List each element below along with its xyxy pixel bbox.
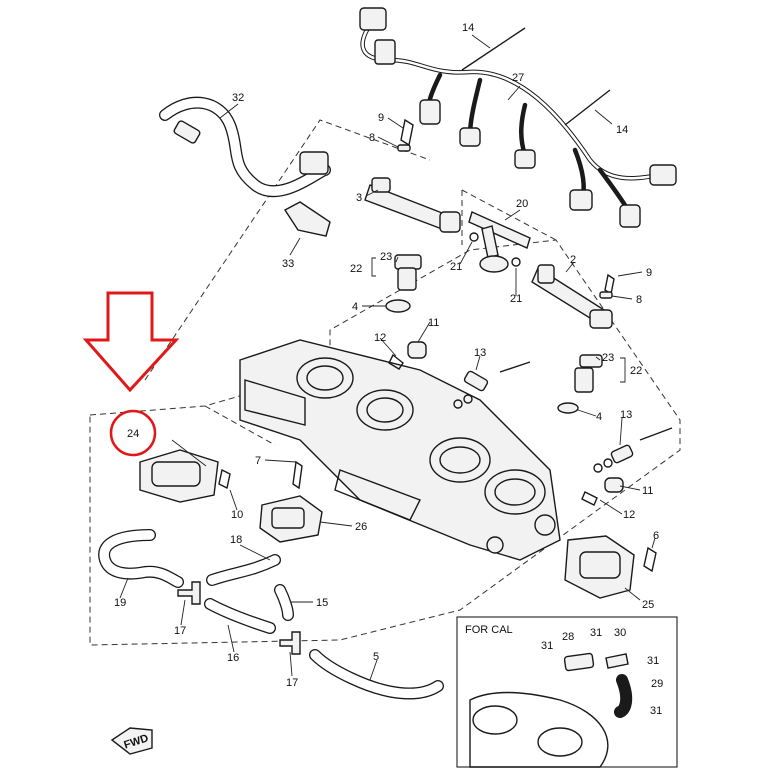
callout-12-b: 12 bbox=[623, 509, 635, 521]
callout-5: 5 bbox=[373, 651, 379, 663]
callout-31-a: 31 bbox=[541, 640, 553, 652]
callout-25: 25 bbox=[642, 599, 654, 611]
callout-3: 3 bbox=[356, 192, 362, 204]
callout-10: 10 bbox=[231, 509, 243, 521]
hose-32 bbox=[159, 96, 331, 237]
callout-33: 33 bbox=[282, 258, 294, 270]
sensor-26 bbox=[259, 460, 323, 543]
callout-16: 16 bbox=[227, 652, 239, 664]
callout-26: 26 bbox=[355, 521, 367, 533]
callout-13-a: 13 bbox=[474, 347, 486, 359]
callout-7: 7 bbox=[255, 455, 261, 467]
callout-4-b: 4 bbox=[596, 411, 602, 423]
callout-14-b: 14 bbox=[616, 124, 628, 136]
hoses-lower bbox=[98, 529, 444, 700]
callout-labels: 14 27 14 32 9 8 3 20 23 22 21 21 4 33 2 … bbox=[114, 22, 663, 717]
callout-31-d: 31 bbox=[650, 705, 662, 717]
fuel-pipe bbox=[468, 211, 531, 273]
callout-17-b: 17 bbox=[286, 677, 298, 689]
callout-15: 15 bbox=[316, 597, 328, 609]
callout-11-a: 11 bbox=[428, 317, 439, 329]
callout-32: 32 bbox=[232, 92, 244, 104]
sensor-25 bbox=[564, 535, 657, 599]
screw-set-lower bbox=[581, 427, 673, 506]
highlight-marker bbox=[82, 291, 180, 457]
callout-13-b: 13 bbox=[620, 409, 632, 421]
callout-14-a: 14 bbox=[462, 22, 474, 34]
callout-31-b: 31 bbox=[590, 627, 602, 639]
callout-19: 19 bbox=[114, 597, 126, 609]
cable-ties bbox=[461, 27, 611, 126]
wire-harness bbox=[359, 7, 677, 228]
callout-24: 24 bbox=[127, 428, 139, 440]
callout-2: 2 bbox=[570, 254, 576, 266]
sensor-24 bbox=[139, 449, 231, 503]
callout-20: 20 bbox=[516, 198, 528, 210]
callout-22-a: 22 bbox=[350, 263, 362, 275]
callout-4-a: 4 bbox=[352, 301, 358, 313]
red-highlight-circle bbox=[109, 409, 157, 457]
inset-title: FOR CAL bbox=[465, 624, 513, 636]
callout-22-b: 22 bbox=[630, 365, 642, 377]
callout-23-b: 23 bbox=[602, 352, 614, 364]
callout-8-b: 8 bbox=[636, 294, 642, 306]
callout-28: 28 bbox=[562, 631, 574, 643]
callout-18: 18 bbox=[230, 534, 242, 546]
screw-set-upper bbox=[388, 341, 531, 409]
callout-6: 6 bbox=[653, 530, 659, 542]
callout-12-a: 12 bbox=[374, 332, 386, 344]
callout-21-a: 21 bbox=[450, 261, 462, 273]
leader-lines bbox=[119, 34, 656, 681]
fwd-indicator: FWD bbox=[110, 727, 153, 755]
callout-8-a: 8 bbox=[369, 132, 375, 144]
callout-23-a: 23 bbox=[380, 251, 392, 263]
callout-9-a: 9 bbox=[378, 112, 384, 124]
callout-30: 30 bbox=[614, 627, 626, 639]
callout-9-b: 9 bbox=[646, 267, 652, 279]
callout-17-a: 17 bbox=[174, 625, 186, 637]
callout-29: 29 bbox=[651, 678, 663, 690]
red-down-arrow bbox=[82, 291, 180, 393]
callout-31-c: 31 bbox=[647, 655, 659, 667]
fuel-rail-rear bbox=[531, 264, 615, 414]
throttle-body bbox=[239, 339, 561, 561]
fuel-rail-front bbox=[364, 118, 461, 313]
callout-11-b: 11 bbox=[642, 485, 653, 497]
for-cal-inset bbox=[456, 616, 678, 768]
callout-21-b: 21 bbox=[510, 293, 522, 305]
callout-27: 27 bbox=[512, 72, 524, 84]
